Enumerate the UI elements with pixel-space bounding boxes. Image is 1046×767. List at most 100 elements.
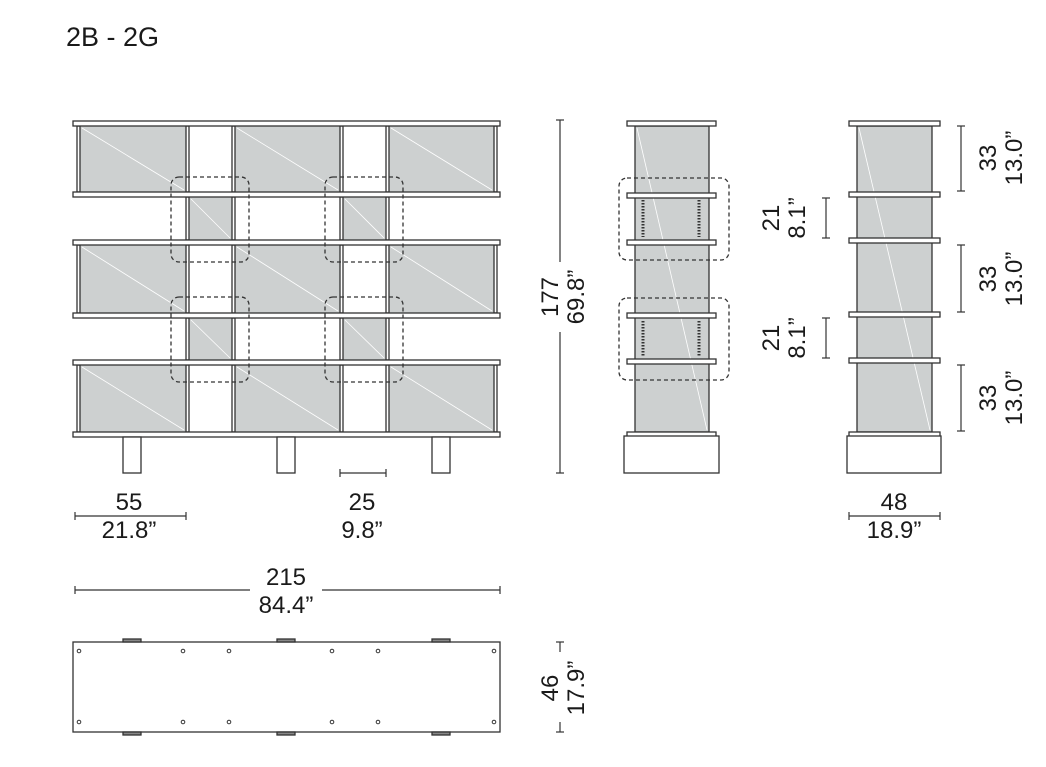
shelf <box>626 120 717 127</box>
shelf <box>848 357 941 364</box>
glass-reflection <box>344 198 385 239</box>
glass-reflection <box>390 127 493 191</box>
screw-hole <box>375 719 381 725</box>
upright <box>231 317 236 361</box>
dim-width-cm: 215 <box>266 564 306 591</box>
glass-reflection <box>81 127 185 191</box>
shelf <box>848 237 941 244</box>
shelf <box>72 359 501 366</box>
dim-glass-tier-1-cm: 33 <box>975 145 1002 172</box>
glass-reflection <box>236 246 339 312</box>
screw-hole <box>375 648 381 654</box>
glass-reflection <box>190 198 231 239</box>
dim-height-cm: 177 <box>537 277 564 317</box>
drawing-title: 2B - 2G <box>66 22 160 52</box>
shelf <box>72 191 501 198</box>
glass-reflection <box>190 319 231 359</box>
side-elevation-open <box>618 120 730 474</box>
leg-tab <box>431 731 451 736</box>
glass-reflection <box>236 366 339 431</box>
glass-reflection <box>236 127 339 191</box>
dim-glass-tier-2-cm: 33 <box>975 266 1002 293</box>
dim-height-in: 69.8” <box>563 270 590 325</box>
upright <box>185 364 190 433</box>
upright <box>339 317 344 361</box>
upright <box>385 244 390 314</box>
dim-open-tier-1-cm: 21 <box>758 205 785 232</box>
dim-bay-narrow-in: 9.8” <box>341 517 382 544</box>
plan-view <box>72 638 501 736</box>
shelf <box>72 120 501 127</box>
leg-tab <box>276 731 296 736</box>
glass-reflection <box>390 246 493 312</box>
dim-glass-tier-1-in: 13.0” <box>1001 131 1028 186</box>
upright <box>493 125 498 193</box>
shelf <box>848 311 941 318</box>
shelf <box>626 312 717 319</box>
dim-bay-wide-in: 21.8” <box>102 517 157 544</box>
upright <box>339 244 344 314</box>
leg-tab <box>122 731 142 736</box>
screw-hole <box>226 719 232 725</box>
screw-hole <box>180 719 186 725</box>
glass-reflection <box>344 319 385 359</box>
upright <box>493 244 498 314</box>
shelf <box>626 239 717 246</box>
leg-tab <box>122 638 142 643</box>
open-section-outline <box>170 176 250 263</box>
open-section-outline <box>324 176 404 263</box>
glass-reflection <box>81 366 185 431</box>
leg <box>431 436 451 474</box>
upright <box>231 364 236 433</box>
dim-open-tier-2-cm: 21 <box>758 325 785 352</box>
screw-hole <box>329 719 335 725</box>
screw-hole <box>76 719 82 725</box>
dim-open-tier-1-in: 8.1” <box>784 197 811 238</box>
leg-tab <box>276 638 296 643</box>
dim-height: 177 69.8” <box>536 262 590 332</box>
dim-depth-side-cm: 48 <box>881 489 908 516</box>
upright <box>385 364 390 433</box>
upright <box>385 317 390 361</box>
upright <box>385 196 390 241</box>
side-elevation-closed <box>846 120 942 474</box>
dim-glass-tier-3-cm: 33 <box>975 385 1002 412</box>
upright <box>339 196 344 241</box>
shelf <box>848 191 941 198</box>
glass-reflection <box>81 246 185 312</box>
dim-depth-side-in: 18.9” <box>867 517 922 544</box>
dim-width-in: 84.4” <box>259 592 314 619</box>
upright <box>231 196 236 241</box>
shelf <box>72 312 501 319</box>
glass-reflection <box>390 366 493 431</box>
upright <box>493 364 498 433</box>
screw-hole <box>491 719 497 725</box>
dim-open-tier-2-in: 8.1” <box>784 317 811 358</box>
upright <box>185 317 190 361</box>
upright <box>76 244 81 314</box>
dim-glass-tier-3-in: 13.0” <box>1001 371 1028 426</box>
leg <box>276 436 296 474</box>
dim-depth-plan-cm: 46 <box>537 675 564 702</box>
shelf <box>72 239 501 246</box>
front-elevation <box>72 120 501 474</box>
shelf <box>848 120 941 127</box>
glass-reflection <box>858 127 931 431</box>
leg-tab <box>431 638 451 643</box>
plan-outline <box>72 641 501 733</box>
shelf <box>626 358 717 365</box>
shelf <box>72 431 501 438</box>
upright <box>385 125 390 193</box>
open-section-outline <box>170 296 250 383</box>
upright <box>76 125 81 193</box>
upright <box>185 196 190 241</box>
upright <box>231 244 236 314</box>
screw-hole <box>76 648 82 654</box>
screw-hole <box>491 648 497 654</box>
dim-depth-plan-in: 17.9” <box>563 661 590 716</box>
screw-hole <box>180 648 186 654</box>
upright <box>185 125 190 193</box>
upright <box>76 364 81 433</box>
base <box>623 435 720 474</box>
shelf <box>626 192 717 199</box>
